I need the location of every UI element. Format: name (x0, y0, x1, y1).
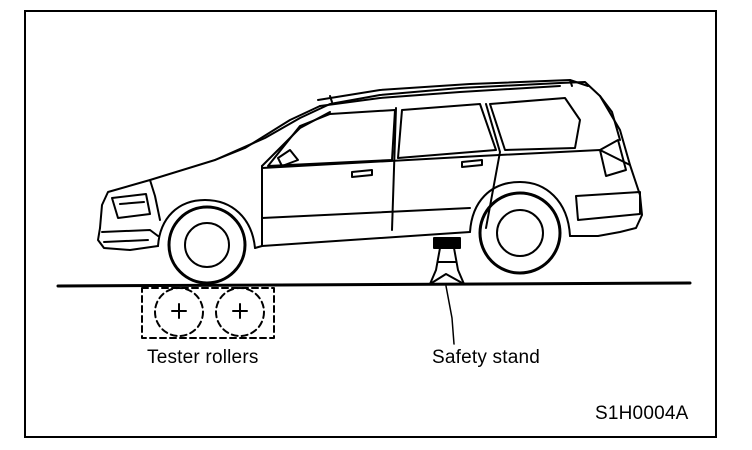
roller-axle-right-icon (232, 303, 248, 319)
tester-roller-right (215, 287, 265, 337)
tester-rollers-label: Tester rollers (147, 347, 259, 368)
tester-roller-left (154, 287, 204, 337)
front-wheel (167, 205, 247, 285)
safety-stand-label: Safety stand (432, 347, 541, 368)
figure-code: S1H0004A (595, 403, 689, 424)
tester-rollers (141, 287, 275, 339)
roller-axle-left-icon (171, 303, 187, 319)
safety-stand (429, 237, 465, 285)
car-body (97, 79, 643, 251)
figure-frame (24, 10, 717, 438)
safety-stand-leader-line (445, 285, 455, 345)
rear-wheel (478, 191, 562, 275)
ground-line (56, 281, 692, 288)
